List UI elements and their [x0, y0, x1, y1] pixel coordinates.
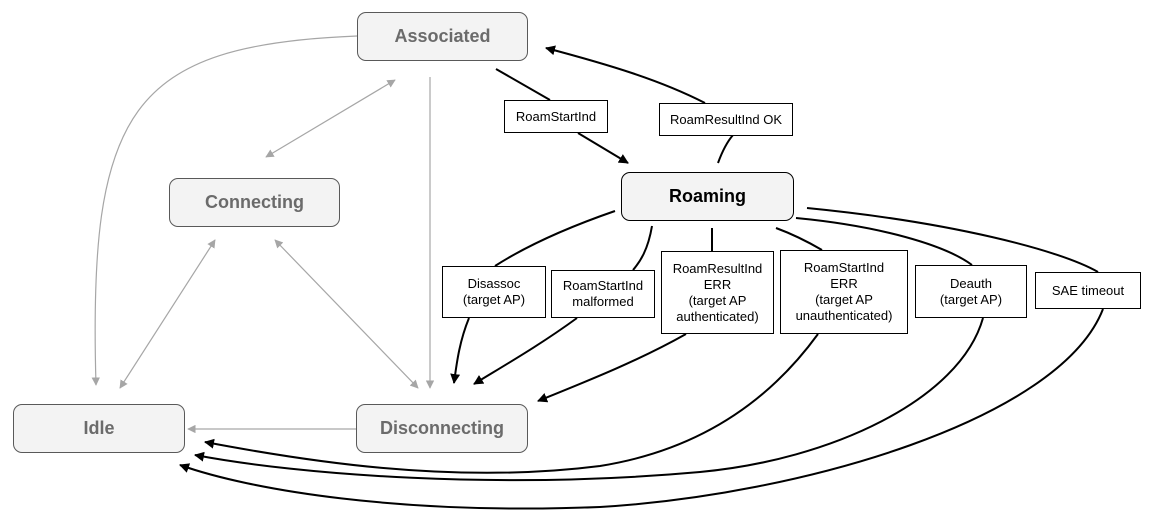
label-disassoc-line1: Disassoc [467, 276, 521, 291]
edge-roamresult-err [538, 228, 713, 401]
state-roaming-label: Roaming [668, 186, 746, 206]
label-roam-result-err-line2: ERR [703, 276, 732, 292]
strong-edges [180, 48, 1104, 510]
label-deauth: Deauth (target AP) [915, 265, 1027, 318]
label-roam-start-err-line1: RoamStartInd [803, 260, 885, 275]
state-roaming[interactable]: Roaming [621, 172, 794, 221]
label-roam-result-err: RoamResultInd ERR (target AP authenticat… [661, 251, 774, 334]
edge-deauth [195, 217, 984, 482]
state-associated-label: Associated [394, 26, 491, 46]
state-connecting[interactable]: Connecting [169, 178, 340, 227]
label-roam-start-malformed-line2: malformed [572, 294, 634, 309]
state-connecting-label: Connecting [205, 192, 304, 212]
edge-associated-idle [91, 35, 358, 386]
label-roam-start-ind: RoamStartInd [504, 100, 608, 133]
edge-roamstart-malformed [474, 225, 653, 384]
label-roam-result-err-line1: RoamResultInd [672, 260, 763, 276]
label-roam-result-ok-text: RoamResultInd OK [670, 111, 782, 127]
label-roam-result-err-line4: authenticated) [676, 308, 759, 324]
label-roam-start-err-line3: (target AP [815, 292, 873, 307]
label-disassoc-line2: (target AP) [462, 292, 526, 307]
edge-roamstart-err [205, 227, 823, 474]
label-sae-timeout-text: SAE timeout [1051, 282, 1125, 298]
edge-associated-connecting [265, 79, 396, 158]
edge-associated-roaming [495, 68, 628, 163]
state-disconnecting[interactable]: Disconnecting [356, 404, 528, 453]
edge-sae-timeout [180, 207, 1104, 510]
label-deauth-line1: Deauth [950, 275, 992, 291]
state-idle-label: Idle [83, 418, 115, 438]
label-roam-result-err-line3: (target AP [688, 292, 747, 308]
label-roam-start-err-line2: ERR [830, 276, 858, 291]
edge-roaming-associated [546, 48, 734, 164]
edge-connecting-disconnecting [274, 239, 419, 389]
label-deauth-line2: (target AP) [939, 291, 1003, 307]
label-roam-start-ind-text: RoamStartInd [515, 108, 597, 124]
label-disassoc: Disassoc (target AP) [442, 266, 546, 318]
edge-disassoc [454, 210, 616, 383]
faded-edges [91, 35, 435, 434]
state-idle[interactable]: Idle [13, 404, 185, 453]
label-roam-start-malformed-line1: RoamStartInd [562, 278, 644, 293]
label-roam-start-malformed: RoamStartInd malformed [551, 270, 655, 318]
state-associated[interactable]: Associated [357, 12, 528, 61]
label-roam-start-err-line4: unauthenticated) [795, 308, 893, 323]
label-roam-start-err: RoamStartInd ERR (target AP unauthentica… [780, 250, 908, 334]
label-sae-timeout: SAE timeout [1035, 272, 1141, 309]
edge-connecting-idle [119, 239, 216, 389]
state-disconnecting-label: Disconnecting [379, 418, 504, 438]
label-roam-result-ok: RoamResultInd OK [659, 103, 793, 136]
